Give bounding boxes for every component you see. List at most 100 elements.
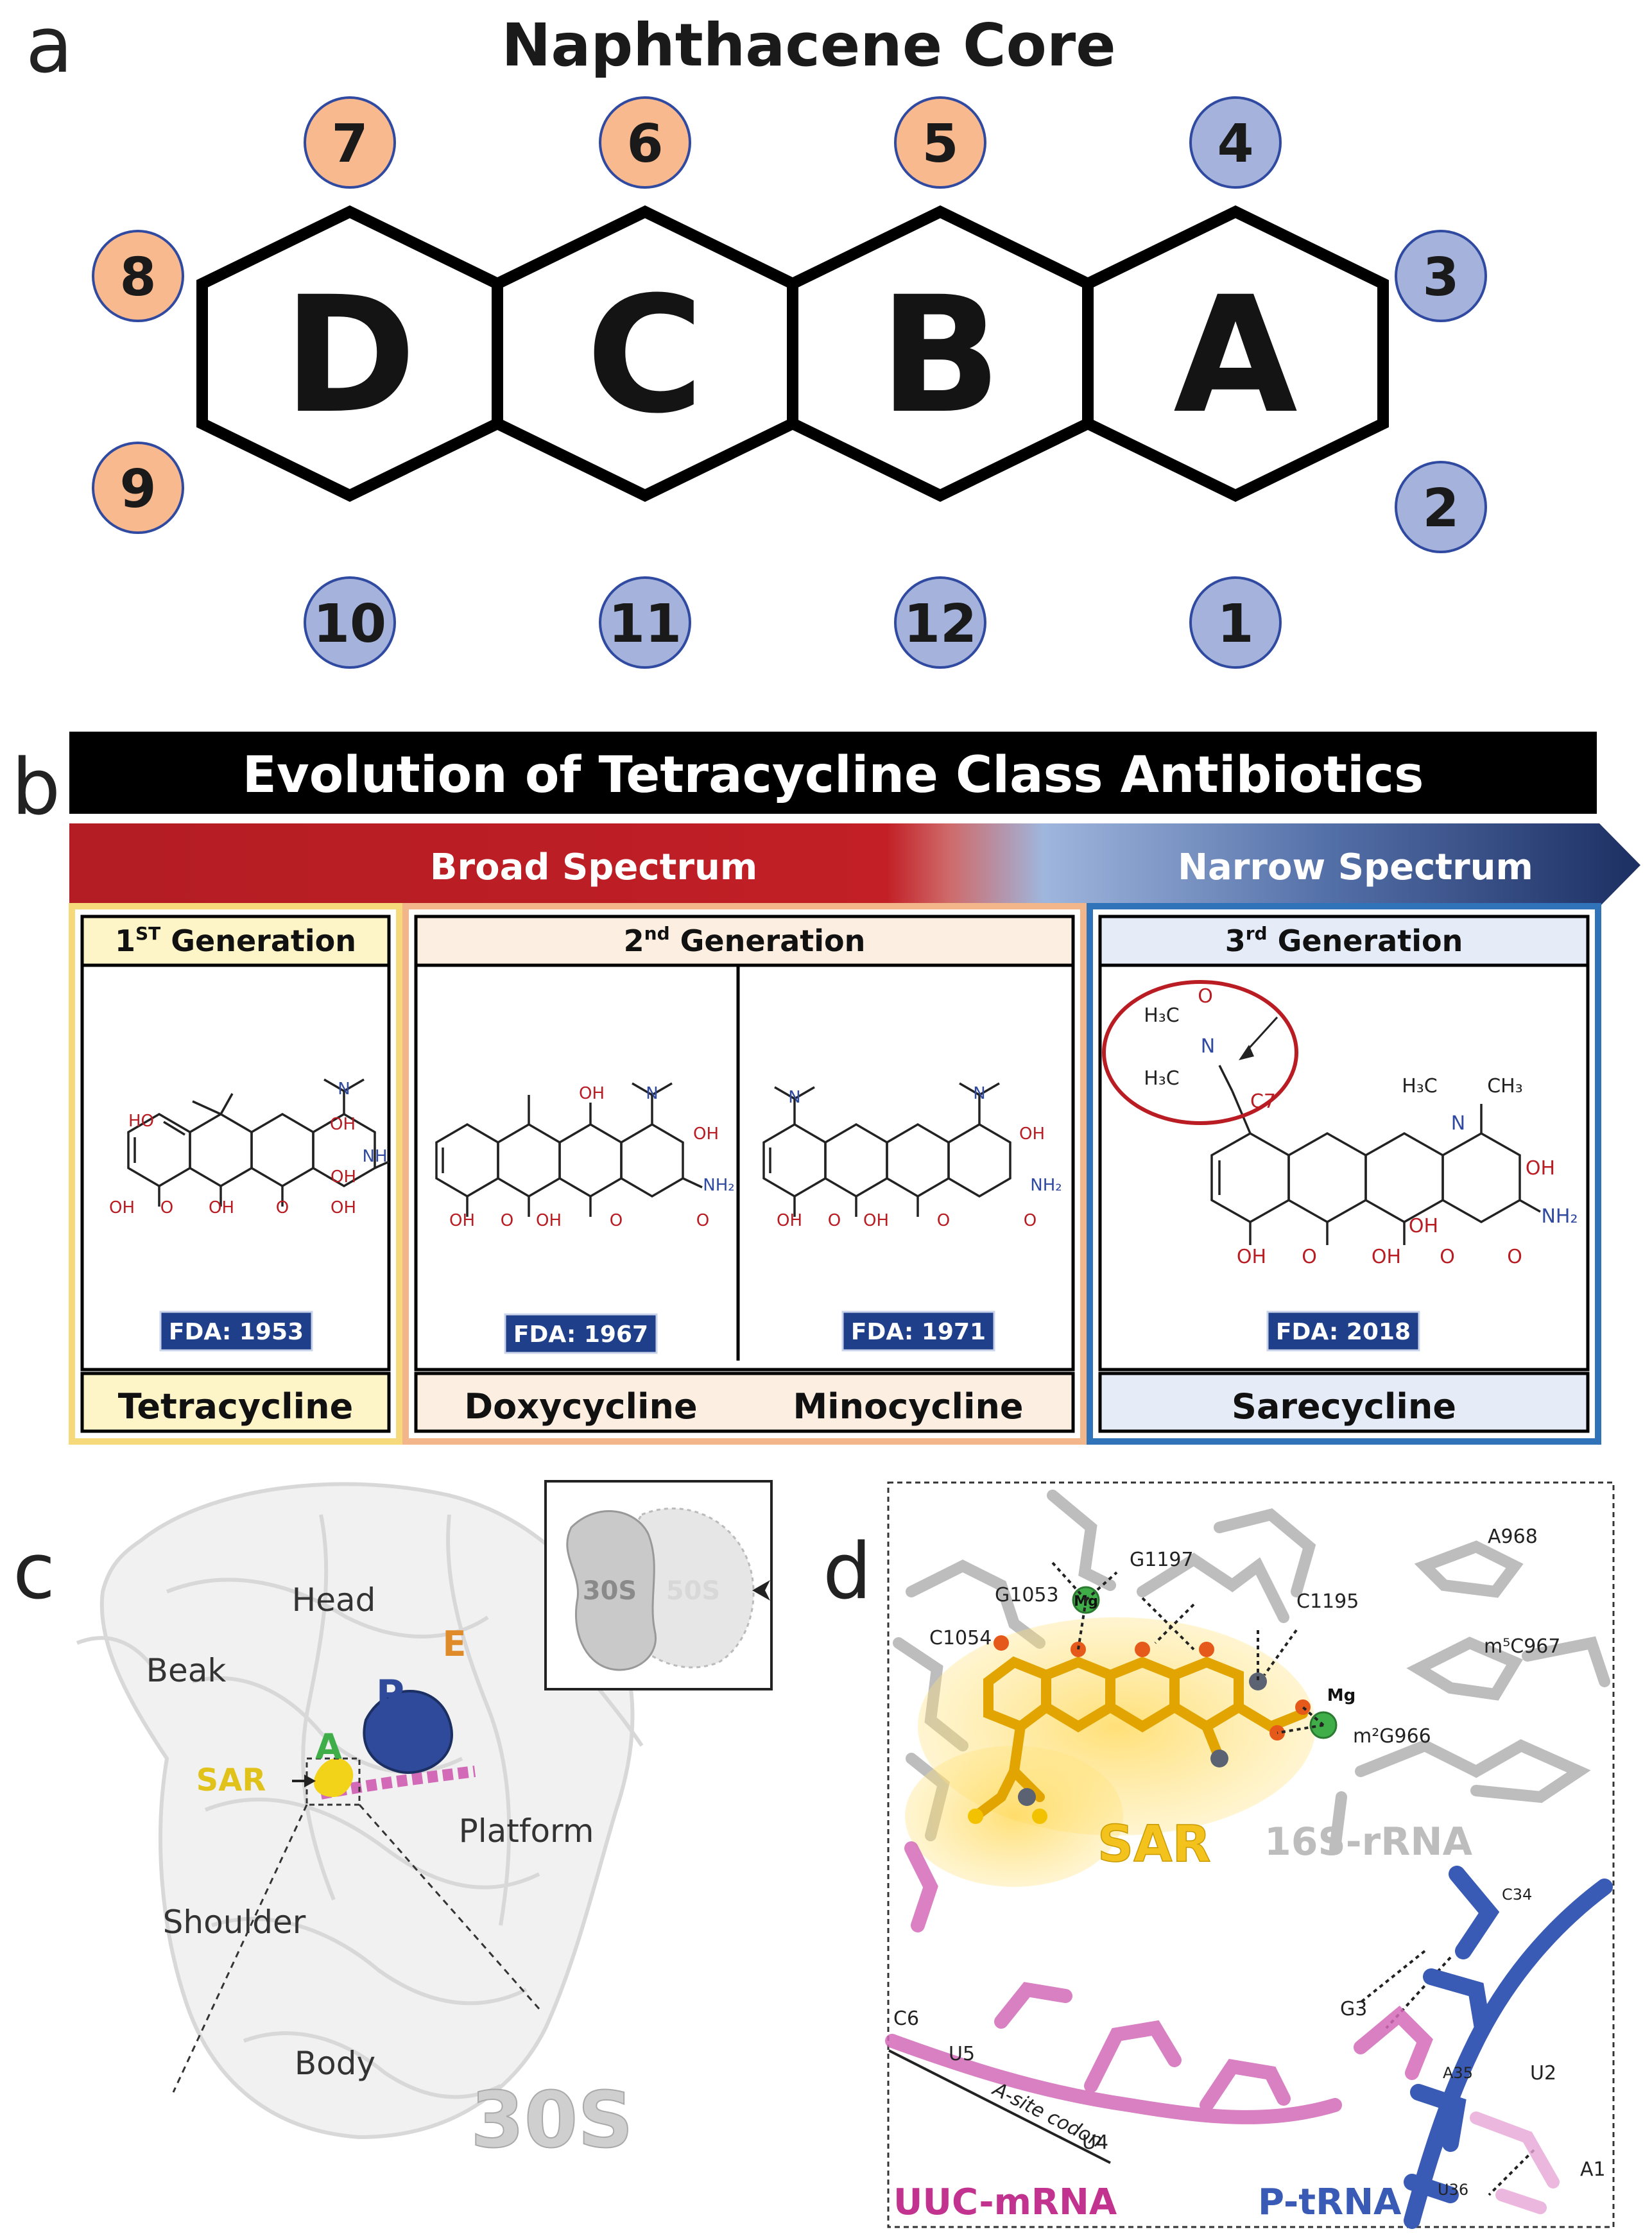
svg-text:N: N	[1201, 1035, 1215, 1058]
svg-text:OH: OH	[536, 1211, 562, 1230]
mg-label-2: Mg	[1327, 1686, 1355, 1705]
svg-text:10: 10	[313, 594, 386, 655]
residue-labels: G1197 G1053 C1054 C1195 A968 m⁵C967 m²G9…	[893, 1526, 1606, 2199]
interaction-dashes	[1051, 1561, 1535, 2196]
fda-1953-text: FDA: 1953	[169, 1319, 304, 1345]
svg-text:O: O	[937, 1211, 950, 1230]
svg-text:N: N	[338, 1079, 350, 1099]
fda-1967-text: FDA: 1967	[513, 1321, 648, 1348]
position-4: 4	[1189, 96, 1282, 189]
residue-m5c967: m⁵C967	[1484, 1635, 1560, 1658]
inset-50s-label: 50S	[666, 1576, 720, 1606]
gen3-name-bar	[1098, 1372, 1590, 1433]
ring-letters: D C B A	[283, 262, 1298, 449]
tetracycline-name: Tetracycline	[118, 1386, 353, 1427]
position-1: 1	[1189, 576, 1282, 669]
position-5: 5	[894, 96, 986, 189]
svg-text:4: 4	[1217, 114, 1253, 175]
c7-label: C7	[1250, 1090, 1276, 1113]
svg-text:OH: OH	[330, 1115, 356, 1134]
svg-text:O: O	[1024, 1211, 1037, 1230]
head-label: Head	[292, 1581, 376, 1619]
fda-1971-text: FDA: 1971	[851, 1319, 986, 1345]
tetracycline-structure	[127, 1078, 390, 1207]
residue-u5: U5	[949, 2043, 975, 2065]
fda-1971-badge	[841, 1311, 995, 1352]
svg-text:OH: OH	[331, 1198, 356, 1217]
svg-text:5: 5	[922, 114, 958, 175]
sar-label-c: SAR	[196, 1762, 266, 1798]
svg-text:11: 11	[608, 594, 682, 655]
svg-text:NH₂: NH₂	[1541, 1205, 1578, 1228]
fda-badges: FDA: 1953 FDA: 1967 FDA: 1971 FDA: 2018	[159, 1311, 1420, 1354]
residue-m2g966: m²G966	[1353, 1725, 1431, 1748]
residue-a1: A1	[1580, 2158, 1606, 2181]
position-11: 11	[599, 576, 691, 669]
site-p-label: P	[376, 1672, 404, 1717]
gen3-structure-panel	[1098, 963, 1590, 1372]
inset-30s-shape	[566, 1510, 657, 1671]
svg-text:N: N	[646, 1084, 658, 1103]
svg-text:NH₂: NH₂	[1030, 1176, 1062, 1195]
rrna-label: 16S-rRNA	[1264, 1819, 1473, 1864]
residue-c34: C34	[1502, 1886, 1532, 1904]
evolution-banner	[69, 732, 1597, 814]
ring-a-letter: A	[1173, 262, 1297, 449]
svg-text:3: 3	[1422, 247, 1459, 308]
svg-text:O: O	[610, 1211, 623, 1230]
panel-b: b Evolution of Tetracycline Class Antibi…	[12, 732, 1640, 1445]
gen1-structure-panel	[80, 963, 391, 1372]
svg-text:12: 12	[904, 594, 977, 655]
minocycline-atoms: N N OH NH₂ OH O OH O O	[777, 1084, 1062, 1230]
svg-text:OH: OH	[1019, 1124, 1045, 1144]
gen2-structure-panel	[414, 963, 1075, 1372]
position-2: 2	[1395, 461, 1487, 553]
tetracycline-atoms: N HO OH OH NH OH O OH O OH	[109, 1079, 388, 1217]
gen2-header-text: 2nd Generation	[624, 923, 866, 958]
svg-text:H₃C: H₃C	[1402, 1075, 1438, 1097]
residue-u4: U4	[1082, 2131, 1108, 2154]
svg-text:OH: OH	[331, 1167, 356, 1187]
broad-spectrum-label: Broad Spectrum	[430, 847, 757, 888]
naphthacene-rings	[196, 205, 1389, 503]
svg-text:OH: OH	[863, 1211, 889, 1230]
sar-surface-tail	[905, 1746, 1123, 1887]
panel-b-letter: b	[12, 743, 60, 832]
trna-sticks	[1404, 1866, 1613, 2229]
fda-1953-badge	[159, 1311, 313, 1352]
svg-text:HO: HO	[128, 1112, 154, 1131]
residue-a968: A968	[1488, 1526, 1538, 1548]
svg-text:N: N	[788, 1088, 800, 1107]
position-6: 6	[599, 96, 691, 189]
gen2-name-bar	[414, 1372, 1075, 1433]
svg-text:7: 7	[331, 114, 368, 175]
mrna-label: UUC-mRNA	[893, 2181, 1117, 2223]
sar-blob	[314, 1758, 354, 1797]
narrow-spectrum-label: Narrow Spectrum	[1178, 847, 1533, 888]
residue-g1197: G1197	[1130, 1549, 1194, 1571]
sar-ligand	[905, 1617, 1316, 1887]
doxycycline-name: Doxycycline	[464, 1386, 697, 1427]
svg-text:H₃C: H₃C	[1144, 1004, 1180, 1027]
svg-text:OH: OH	[579, 1084, 605, 1103]
svg-text:OH: OH	[693, 1124, 719, 1144]
panel-c: c Head Beak Platform Shoulder Body	[13, 1480, 773, 2166]
position-10: 10	[304, 576, 396, 669]
svg-text:O: O	[828, 1211, 841, 1230]
sarecycline-structure	[1210, 1065, 1541, 1245]
residue-u2: U2	[1530, 2062, 1556, 2085]
trna-pink-pairs	[1470, 2111, 1560, 2214]
mrna-sticks	[885, 1841, 1433, 2124]
ring-d-letter: D	[283, 262, 417, 449]
minocycline-name: Minocycline	[793, 1386, 1023, 1427]
position-7: 7	[304, 96, 396, 189]
panel-a: a Naphthacene Core D C B A 7 6 5 4 8 3 9…	[26, 1, 1487, 669]
svg-text:H₃C: H₃C	[1144, 1067, 1180, 1090]
svg-text:O: O	[696, 1211, 709, 1230]
evolution-banner-text: Evolution of Tetracycline Class Antibiot…	[243, 746, 1424, 804]
position-markers: 7 6 5 4 8 3 9 2 10 11 12 1	[92, 96, 1487, 669]
residue-u36: U36	[1438, 2181, 1468, 2199]
svg-text:OH: OH	[1372, 1246, 1401, 1268]
svg-text:O: O	[160, 1198, 173, 1217]
